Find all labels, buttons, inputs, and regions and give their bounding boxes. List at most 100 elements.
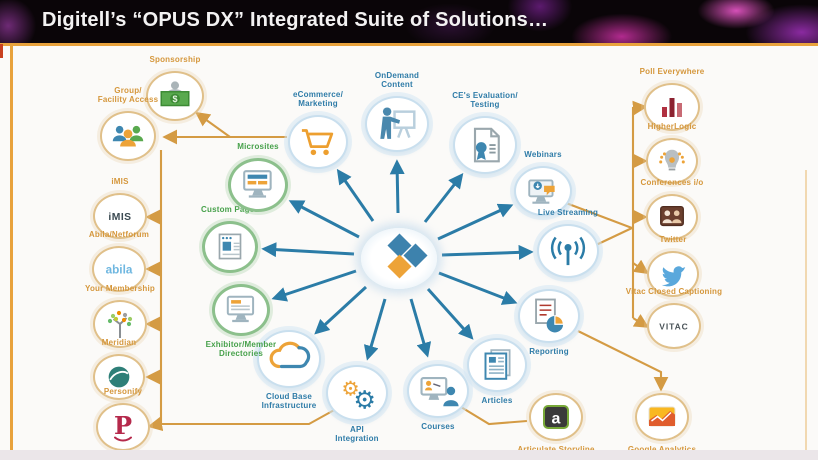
node-meridian [93, 354, 145, 400]
svg-text:VITAC: VITAC [659, 321, 688, 331]
node-courses [407, 364, 469, 418]
slide-title: Digitell’s “OPUS DX” Integrated Suite of… [42, 9, 549, 31]
shopping-cart-icon [295, 122, 341, 162]
hub-spoke-6 [426, 287, 474, 340]
hub-spoke-5 [409, 298, 432, 358]
node-group-facility-access [100, 111, 156, 161]
node-poll-everywhere [644, 83, 700, 131]
node-ondemand-content [365, 96, 429, 152]
hub-spoke-9 [437, 203, 514, 241]
node-ecommerce [288, 115, 348, 169]
node-your-membership [93, 300, 147, 348]
frame-top-line [0, 43, 818, 46]
node-exhibitor-directories [212, 284, 270, 336]
svg-text:⚙: ⚙ [353, 386, 376, 414]
node-google-analytics [635, 393, 689, 441]
personify-p-icon: P [103, 410, 143, 444]
node-vitac: VITAC [647, 303, 701, 349]
integration-link-23 [595, 227, 633, 246]
node-live-streaming [537, 224, 599, 278]
course-monitor-icon [414, 371, 462, 411]
node-sponsorship: $ [146, 71, 204, 121]
node-api-integration: ⚙⚙ [326, 365, 388, 421]
higherlogic-bulb-icon [653, 145, 691, 177]
newspaper-icon [474, 345, 520, 385]
browser-page-icon [209, 228, 251, 266]
svg-text:abila: abila [106, 264, 133, 277]
hub-spoke-11 [389, 159, 405, 214]
integration-link-20 [147, 416, 164, 432]
node-conferences-io [646, 194, 698, 240]
label-abila-netforum: Abila/Netforum [88, 230, 150, 240]
label-google-analytics: Google Analytics [603, 445, 721, 454]
label-group-facility-access: Group/ Facility Access [97, 85, 159, 105]
hub-spoke-8 [441, 244, 534, 260]
abila-logo-icon: abila [99, 253, 139, 285]
certificate-icon [460, 123, 510, 167]
label-vitac: Vitac Closed Captioning [625, 287, 723, 297]
hub-spoke-12 [336, 168, 375, 222]
label-twitter: Twitter [659, 235, 687, 245]
svg-text:iMIS: iMIS [108, 212, 131, 223]
frame-right-line [805, 170, 807, 450]
twitter-bird-icon [654, 258, 692, 290]
hub-spoke-0 [288, 200, 360, 239]
label-higherlogic: HigherLogic [647, 122, 697, 132]
node-articulate-storyline: a [529, 393, 583, 441]
label-ce-evaluation: CE's Evaluation/ Testing [452, 90, 518, 110]
red-bars-icon [651, 90, 693, 124]
hub-spoke-1 [261, 242, 355, 258]
conference-people-icon [653, 201, 691, 233]
node-reporting [518, 289, 580, 343]
directory-monitor-icon [219, 291, 263, 329]
webinar-monitor-icon [521, 173, 565, 209]
report-pie-icon [525, 296, 573, 336]
label-live-streaming: Live Streaming [537, 208, 599, 218]
node-custom-pages [202, 221, 258, 273]
presenter-icon [372, 103, 422, 145]
label-imis: iMIS [111, 177, 129, 187]
label-microsites: Microsites [237, 142, 279, 152]
svg-text:P: P [114, 411, 132, 440]
label-sponsorship: Sponsorship [149, 55, 201, 65]
label-your-membership: Your Membership [85, 284, 155, 294]
vitac-logo-icon: VITAC [654, 310, 694, 342]
label-personify: Personify [103, 387, 143, 397]
frame-left-accent [0, 44, 3, 58]
sphere-icon [100, 361, 138, 393]
node-microsites [228, 158, 288, 212]
label-reporting: Reporting [529, 347, 569, 356]
integration-link-22 [565, 202, 633, 229]
node-personify: P [96, 403, 150, 451]
opus-dx-hub [361, 228, 437, 289]
label-ecommerce: eCommerce/ Marketing [292, 89, 344, 109]
node-twitter [647, 251, 699, 297]
integration-link-24 [631, 100, 648, 318]
cloud-icon [264, 337, 314, 381]
label-meridian: Meridian [101, 338, 137, 348]
people-group-icon [107, 118, 149, 154]
label-articulate-storyline: Articulate Storyline [497, 445, 615, 454]
svg-text:$: $ [172, 94, 177, 104]
slide-header-bar: Digitell’s “OPUS DX” Integrated Suite of… [0, 0, 818, 43]
hub-spoke-4 [363, 298, 387, 361]
gears-icon: ⚙⚙ [333, 372, 381, 414]
money-icon: $ [153, 78, 197, 114]
node-higherlogic [646, 138, 698, 184]
hub-spoke-10 [423, 173, 464, 223]
label-conferences-io: Conferences i/o [640, 178, 704, 188]
node-abila-netforum: abila [92, 246, 146, 292]
node-webinars [514, 166, 572, 216]
label-ondemand-content: OnDemand Content [374, 70, 420, 90]
frame-left-line [10, 46, 13, 450]
analytics-chart-icon [642, 400, 682, 434]
microsite-monitor-icon [235, 165, 281, 205]
hub-spoke-7 [438, 271, 518, 305]
broadcast-icon [544, 231, 592, 271]
node-articles [467, 338, 527, 392]
label-cloud-base: Cloud Base Infrastructure [261, 392, 317, 411]
label-poll-everywhere: Poll Everywhere [639, 67, 705, 77]
node-ce-evaluation [453, 116, 517, 174]
svg-text:⚙: ⚙ [341, 376, 359, 400]
